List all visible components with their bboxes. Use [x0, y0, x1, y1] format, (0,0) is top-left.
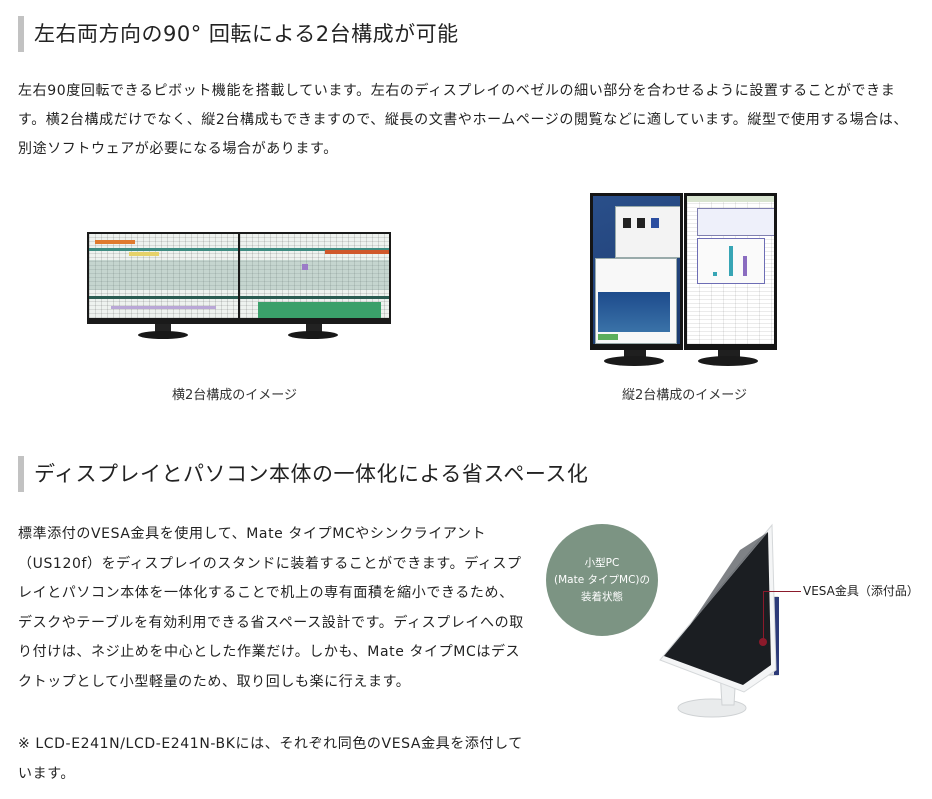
monitor-right — [238, 232, 391, 324]
callout-line — [763, 591, 801, 592]
monitor-with-pc-illustration — [659, 523, 779, 718]
section-paragraph-pivot: 左右90度回転できるピボット機能を搭載しています。左右のディスプレイのベゼルの細… — [18, 83, 908, 157]
badge-line-1: 小型PC — [584, 556, 620, 569]
monitor-portrait-right — [684, 193, 777, 350]
caption-landscape: 横2台構成のイメージ — [172, 388, 298, 403]
caption-portrait: 縦2台構成のイメージ — [622, 388, 748, 403]
section-paragraph-space-saving: 標準添付のVESA金具を使用して、Mate タイプMCやシンクライアント（US1… — [18, 526, 524, 690]
monitor-portrait-left — [590, 193, 683, 350]
status-badge-mounted-pc: 小型PC (Mate タイプMC)の 装着状態 — [546, 524, 658, 636]
monitor-left — [87, 232, 240, 324]
callout-vesa-bracket: VESA金具（添付品） — [803, 584, 919, 598]
section-note: ※ LCD-E241N/LCD-E241N-BKには、それぞれ同色のVESA金具… — [18, 736, 523, 782]
section-heading-space-saving: ディスプレイとパソコン本体の一体化による省スペース化 — [18, 456, 588, 492]
badge-line-2: (Mate タイプMC)の — [554, 573, 650, 586]
badge-line-3: 装着状態 — [581, 590, 623, 603]
section-heading-pivot: 左右両方向の90° 回転による2台構成が可能 — [18, 16, 459, 52]
callout-line-vertical — [763, 591, 764, 641]
callout-dot-icon — [759, 638, 767, 646]
